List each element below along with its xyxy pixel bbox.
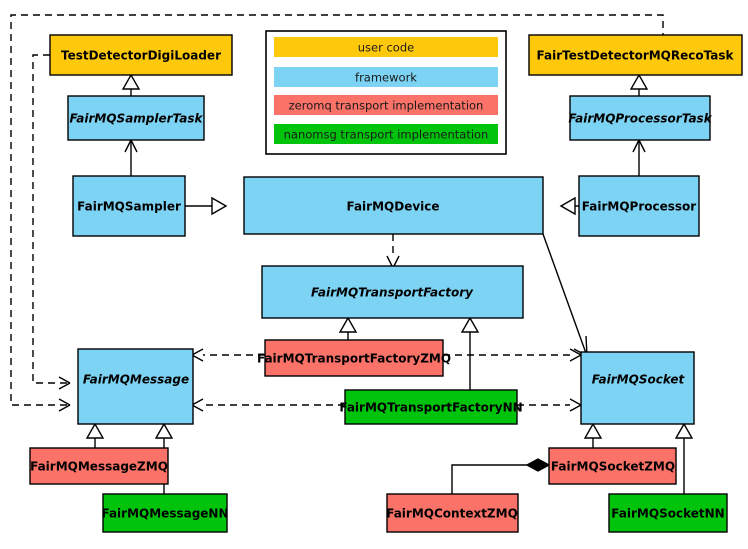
node-label-FairMQSampler: FairMQSampler bbox=[77, 200, 181, 214]
tri-socketzmq bbox=[583, 422, 603, 439]
node-label-FairMQProcessorTask: FairMQProcessorTask bbox=[568, 112, 712, 126]
legend-label-nanomsg: nanomsg transport implementation bbox=[284, 128, 489, 142]
node-label-FairMQProcessor: FairMQProcessor bbox=[582, 200, 697, 214]
legend-swatch-nanomsg bbox=[274, 124, 498, 144]
node-FairTestDetectorMQRecoTask[interactable]: FairTestDetectorMQRecoTask bbox=[528, 34, 743, 76]
node-FairMQProcessorTask[interactable]: FairMQProcessorTask bbox=[568, 95, 713, 141]
node-FairMQTransportFactory[interactable]: FairMQTransportFactory bbox=[261, 265, 524, 319]
edge-device-to-socket bbox=[542, 233, 588, 357]
edge-tfzmq-to-socket bbox=[443, 348, 582, 362]
legend-item-zeromq: zeromq transport implementation bbox=[274, 95, 498, 115]
node-label-FairMQTransportFactoryZMQ: FairMQTransportFactoryZMQ bbox=[257, 352, 451, 366]
generalization-arrowheads bbox=[85, 73, 694, 439]
legend-swatch-zeromq bbox=[274, 95, 498, 115]
node-FairMQSocket[interactable]: FairMQSocket bbox=[580, 351, 695, 425]
tri-processor bbox=[559, 196, 576, 216]
edge-tfzmq-to-message bbox=[191, 348, 265, 362]
edge-tfnn-to-socket bbox=[517, 398, 582, 412]
node-FairMQTransportFactoryZMQ[interactable]: FairMQTransportFactoryZMQ bbox=[257, 339, 451, 377]
edge-digiloader-to-message bbox=[32, 54, 71, 390]
node-label-FairMQMessage: FairMQMessage bbox=[83, 373, 189, 387]
node-label-FairMQSocketZMQ: FairMQSocketZMQ bbox=[551, 460, 675, 474]
tri-recotask bbox=[629, 73, 649, 90]
node-FairMQDevice[interactable]: FairMQDevice bbox=[243, 176, 544, 235]
node-FairMQProcessor[interactable]: FairMQProcessor bbox=[578, 175, 700, 237]
node-label-FairMQTransportFactory: FairMQTransportFactory bbox=[311, 286, 474, 300]
legend-label-zeromq: zeromq transport implementation bbox=[289, 99, 484, 113]
node-label-FairMQSocketNN: FairMQSocketNN bbox=[611, 507, 724, 521]
tri-messagezmq bbox=[85, 422, 105, 439]
edge-contextzmq-to-socketzmq bbox=[451, 458, 551, 494]
node-label-TestDetectorDigiLoader: TestDetectorDigiLoader bbox=[61, 49, 221, 63]
tri-socketnn bbox=[674, 422, 694, 439]
legend: user code framework zeromq transport imp… bbox=[265, 30, 507, 155]
legend-swatch-framework bbox=[274, 67, 498, 87]
edge-device-to-transportfactory bbox=[386, 234, 400, 269]
node-FairMQMessageZMQ[interactable]: FairMQMessageZMQ bbox=[29, 447, 169, 485]
legend-swatch-user-code bbox=[274, 37, 498, 57]
node-TestDetectorDigiLoader[interactable]: TestDetectorDigiLoader bbox=[49, 34, 233, 76]
node-FairMQContextZMQ[interactable]: FairMQContextZMQ bbox=[386, 493, 519, 533]
node-layer: TestDetectorDigiLoader FairMQSamplerTask… bbox=[29, 34, 743, 533]
node-FairMQSocketZMQ[interactable]: FairMQSocketZMQ bbox=[548, 447, 677, 485]
node-label-FairMQDevice: FairMQDevice bbox=[346, 200, 439, 214]
tri-tfnn bbox=[460, 316, 480, 333]
legend-item-user-code: user code bbox=[274, 37, 498, 57]
edge-layer bbox=[10, 14, 694, 494]
node-FairMQSamplerTask[interactable]: FairMQSamplerTask bbox=[67, 95, 205, 141]
node-label-FairMQContextZMQ: FairMQContextZMQ bbox=[386, 507, 518, 521]
legend-item-nanomsg: nanomsg transport implementation bbox=[274, 124, 498, 144]
legend-label-user-code: user code bbox=[358, 41, 414, 55]
legend-label-framework: framework bbox=[355, 71, 417, 85]
node-label-FairMQSocket: FairMQSocket bbox=[592, 373, 686, 387]
node-label-FairMQMessageZMQ: FairMQMessageZMQ bbox=[30, 460, 168, 474]
node-FairMQMessageNN[interactable]: FairMQMessageNN bbox=[101, 493, 229, 533]
edge-sampler-to-samplertask bbox=[124, 139, 138, 176]
node-FairMQTransportFactoryNN[interactable]: FairMQTransportFactoryNN bbox=[339, 389, 523, 425]
node-FairMQMessage[interactable]: FairMQMessage bbox=[77, 348, 194, 425]
node-label-FairTestDetectorMQRecoTask: FairTestDetectorMQRecoTask bbox=[537, 49, 735, 63]
tri-digiloader bbox=[121, 73, 141, 90]
edge-recotask-to-message bbox=[10, 14, 664, 412]
node-FairMQSampler[interactable]: FairMQSampler bbox=[72, 175, 186, 237]
edge-tfnn-to-message bbox=[191, 398, 345, 412]
node-label-FairMQTransportFactoryNN: FairMQTransportFactoryNN bbox=[339, 401, 522, 415]
tri-sampler bbox=[211, 196, 228, 216]
legend-item-framework: framework bbox=[274, 67, 498, 87]
tri-messagenn bbox=[154, 422, 174, 439]
node-FairMQSocketNN[interactable]: FairMQSocketNN bbox=[608, 493, 728, 533]
edge-processor-to-processortask bbox=[632, 139, 646, 176]
tri-tfzmq bbox=[338, 316, 358, 333]
node-label-FairMQMessageNN: FairMQMessageNN bbox=[101, 507, 228, 521]
node-label-FairMQSamplerTask: FairMQSamplerTask bbox=[69, 112, 203, 126]
